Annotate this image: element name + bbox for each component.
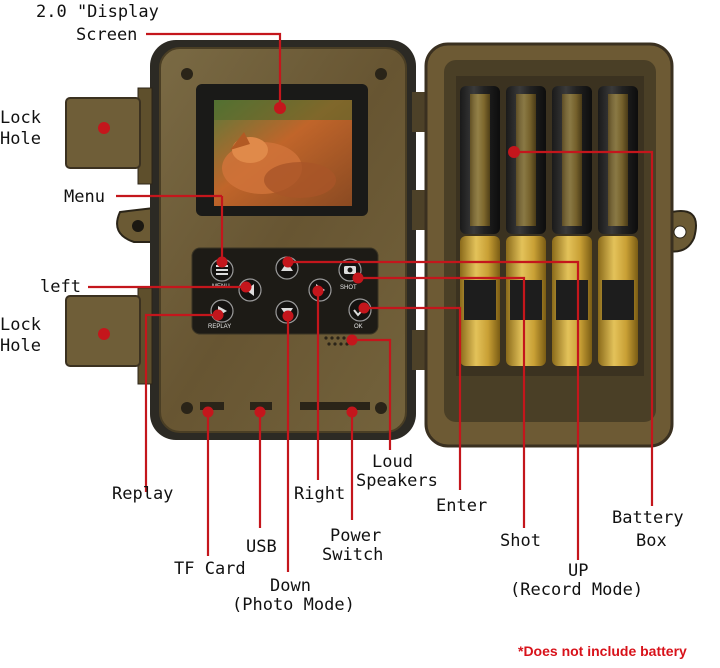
- label-down-1: Down: [270, 576, 311, 596]
- label-right: Right: [294, 484, 345, 504]
- pointer-dots: [202, 102, 520, 418]
- label-shot: Shot: [500, 531, 541, 551]
- speaker-grill: [324, 336, 349, 346]
- label-lock-hole-top-1: Lock: [0, 108, 41, 128]
- label-left: left: [40, 277, 81, 297]
- label-up-2: (Record Mode): [510, 580, 643, 600]
- replay-button-text: REPLAY: [208, 324, 231, 330]
- label-loud-2: Speakers: [356, 471, 438, 491]
- label-battery-2: Box: [636, 531, 667, 551]
- bottom-ports: [200, 402, 370, 410]
- label-replay: Replay: [112, 484, 173, 504]
- label-lock-hole-top-2: Hole: [0, 129, 41, 149]
- label-up-1: UP: [568, 561, 588, 581]
- label-battery-1: Battery: [612, 508, 684, 528]
- label-lock-hole-bottom-2: Hole: [0, 336, 41, 356]
- label-usb: USB: [246, 537, 277, 557]
- label-display-line2: Screen: [76, 25, 137, 45]
- display-screen: [196, 84, 368, 216]
- label-power-1: Power: [330, 526, 381, 546]
- label-tf-card: TF Card: [174, 559, 246, 579]
- shot-button-text: SHOT: [340, 285, 357, 291]
- label-display-line1: 2.0 "Display: [36, 2, 159, 22]
- label-power-2: Switch: [322, 545, 383, 565]
- ok-button-text: OK: [354, 324, 363, 330]
- label-enter: Enter: [436, 496, 487, 516]
- label-menu: Menu: [64, 187, 105, 207]
- label-loud-1: Loud: [372, 452, 413, 472]
- battery-cells: [460, 86, 638, 366]
- lock-hole-bottom: [65, 295, 141, 367]
- label-down-2: (Photo Mode): [232, 595, 355, 615]
- label-lock-hole-bottom-1: Lock: [0, 315, 41, 335]
- pointer-lines: [88, 32, 654, 572]
- note-no-battery: *Does not include battery: [518, 643, 687, 659]
- lock-hole-top: [65, 97, 141, 169]
